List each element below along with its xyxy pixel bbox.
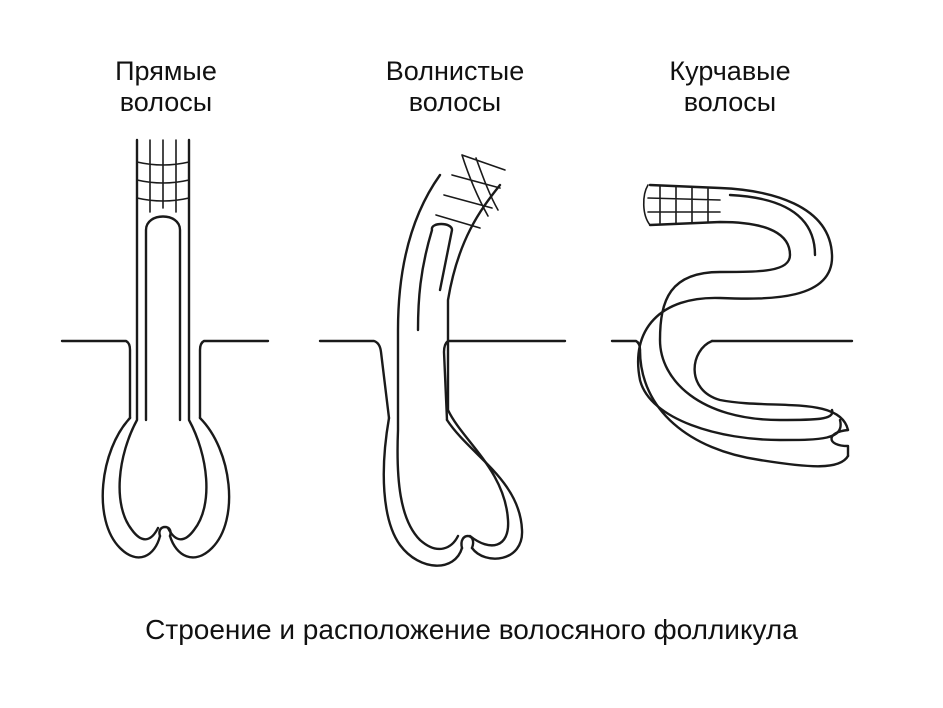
curly-hair-figure <box>610 183 854 468</box>
straight-follicle-outer <box>101 416 231 559</box>
label-wavy-hair: Волнистые волосы <box>345 56 565 118</box>
label-curly-line1: Курчавые <box>669 56 791 86</box>
wavy-hair-figure <box>318 154 567 567</box>
straight-cuticle <box>136 139 190 213</box>
straight-skin-line <box>60 339 270 420</box>
curly-medulla <box>728 193 817 257</box>
diagram-caption: Строение и расположение волосяного фолли… <box>145 614 798 645</box>
label-curly-line2: волосы <box>683 87 777 117</box>
straight-shaft <box>118 138 208 541</box>
wavy-follicle-outer <box>382 416 524 567</box>
wavy-cuticle <box>435 154 506 229</box>
wavy-skin-line <box>318 339 567 422</box>
straight-medulla <box>144 215 182 422</box>
label-curly-hair: Курчавые волосы <box>640 56 820 118</box>
straight-hair-figure <box>60 138 270 559</box>
wavy-medulla <box>416 222 454 332</box>
wavy-papilla <box>460 534 475 550</box>
curly-skin-line <box>610 339 854 352</box>
label-wavy-line2: волосы <box>408 87 502 117</box>
label-straight-line1: Прямые <box>115 56 217 86</box>
curly-shaft <box>636 183 842 442</box>
label-straight-line2: волосы <box>119 87 213 117</box>
curly-cuticle <box>642 184 721 226</box>
curly-follicle-outer <box>638 339 850 468</box>
curly-papilla <box>830 428 850 458</box>
label-straight-hair: Прямые волосы <box>86 56 246 118</box>
wavy-shaft <box>396 173 510 551</box>
label-wavy-line1: Волнистые <box>385 56 525 86</box>
